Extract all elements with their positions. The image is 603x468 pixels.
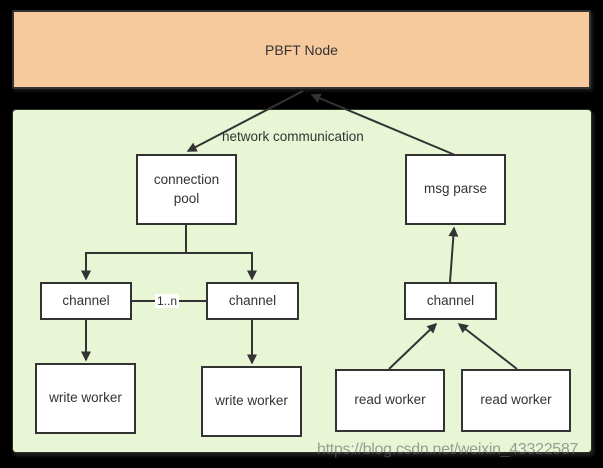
msg-parse-label: msg parse xyxy=(423,181,488,197)
read-worker-right-box: read worker xyxy=(461,369,571,432)
channel-right-box: channel xyxy=(404,282,497,320)
read-worker-right-label: read worker xyxy=(480,392,552,408)
watermark-text: https://blog.csdn.net/weixin_43322587 xyxy=(317,441,579,458)
msg-parse-box: msg parse xyxy=(405,154,506,225)
pbft-node-box: PBFT Node xyxy=(12,10,591,89)
channel-left-box: channel xyxy=(40,282,132,320)
write-worker-right-label: write worker xyxy=(215,393,288,409)
channel-left-label: channel xyxy=(62,292,110,308)
connection-pool-box: connection pool xyxy=(136,154,237,225)
multiplicity-label: 1..n xyxy=(154,294,180,308)
connection-pool-label: connection pool xyxy=(153,172,220,206)
channel-middle-label: channel xyxy=(228,292,277,308)
channel-middle-box: channel xyxy=(206,282,299,320)
read-worker-left-box: read worker xyxy=(335,369,445,432)
write-worker-right-box: write worker xyxy=(201,366,302,437)
pbft-node-label: PBFT Node xyxy=(265,41,338,58)
network-communication-label: network communication xyxy=(222,129,364,144)
channel-right-label: channel xyxy=(426,292,475,308)
read-worker-left-label: read worker xyxy=(354,392,426,408)
write-worker-left-label: write worker xyxy=(49,390,122,406)
write-worker-left-box: write worker xyxy=(35,363,136,434)
